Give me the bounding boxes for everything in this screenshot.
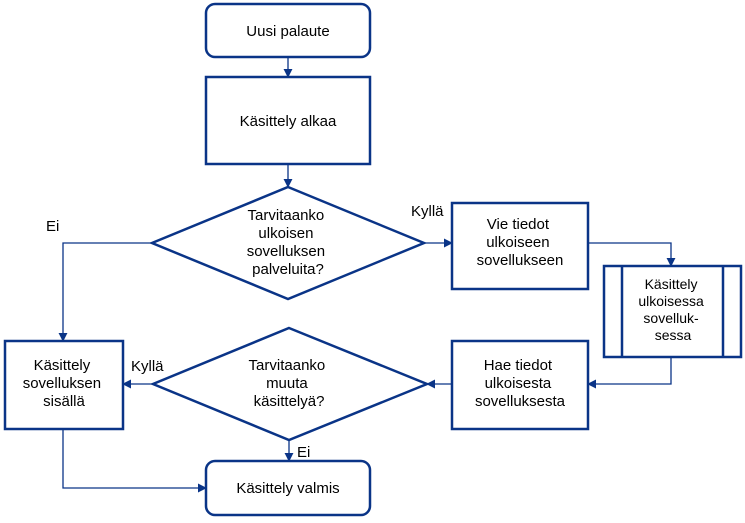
connectors — [58, 57, 676, 493]
shapes — [3, 2, 743, 517]
node-labels: Uusi palaute Käsittely alkaa Tarvitaanko… — [23, 23, 707, 497]
decision1-diamond — [148, 185, 428, 301]
fetch-label: Hae tiedot ulkoisesta sovelluksesta — [475, 357, 566, 410]
internal-process — [3, 339, 125, 431]
internal-label: Käsittely sovelluksen sisällä — [23, 357, 106, 410]
decision1-yes-label: Kyllä — [411, 203, 444, 220]
decision2-no-label: Ei — [297, 444, 310, 461]
edge-decision1-no — [58, 242, 152, 342]
edge-internal-to-end — [62, 429, 207, 493]
begin-label: Käsittely alkaa — [240, 113, 337, 130]
edge-labels: Ei Kyllä Kyllä Ei — [46, 203, 444, 461]
decision1-label: Tarvitaanko ulkoisen sovelluksen palvelu… — [247, 207, 330, 278]
start-terminator — [204, 2, 372, 59]
start-label: Uusi palaute — [246, 23, 329, 40]
begin-process — [204, 75, 372, 166]
decision2-label: Tarvitaanko muuta käsittelyä? — [249, 357, 330, 410]
decision2-diamond — [149, 326, 431, 442]
decision2-yes-label: Kyllä — [131, 358, 164, 375]
edge-export-to-external — [588, 242, 676, 267]
export-process — [450, 201, 590, 291]
decision1-no-label: Ei — [46, 218, 59, 235]
fetch-process — [450, 339, 590, 431]
end-terminator — [204, 459, 372, 517]
edge-external-to-fetch — [587, 357, 672, 389]
external-label: Käsittely ulkoisessa sovelluk- sessa — [638, 276, 707, 343]
external-predefined-process — [602, 264, 743, 359]
export-label: Vie tiedot ulkoiseen sovellukseen — [477, 216, 564, 269]
end-label: Käsittely valmis — [236, 480, 339, 497]
